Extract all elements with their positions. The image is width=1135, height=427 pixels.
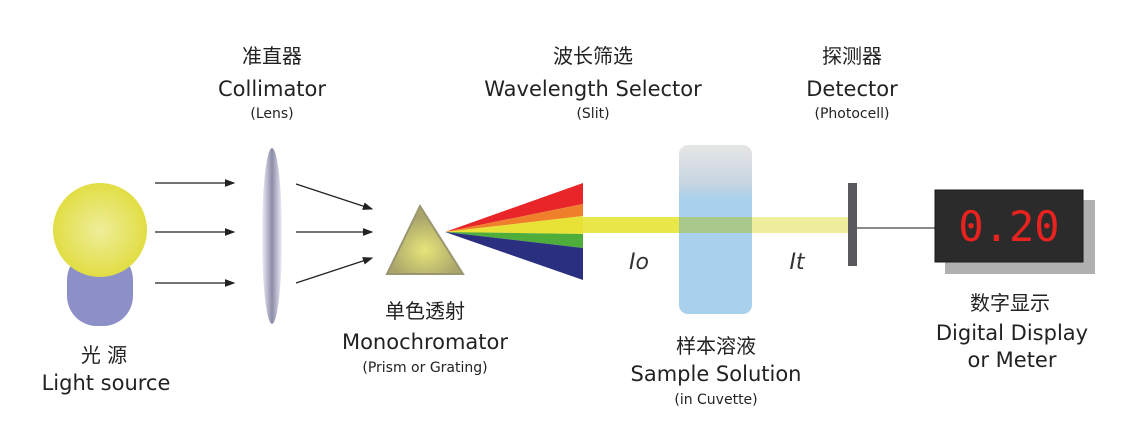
spectrum-yellow — [445, 216, 583, 234]
detector-note: (Photocell) — [815, 106, 890, 122]
display-reading: 0.20 — [958, 202, 1059, 251]
arrow-icon — [295, 257, 374, 284]
spectrum-fan — [445, 183, 583, 280]
detector-photocell — [848, 183, 857, 266]
collimator-lens — [262, 148, 282, 324]
display-label-cn: 数字显示 — [970, 291, 1050, 315]
wavelength-selector-label-en: Wavelength Selector — [484, 77, 702, 101]
sample-label-en: Sample Solution — [631, 362, 802, 386]
converging-rays — [295, 183, 374, 284]
spectrum-red — [445, 183, 583, 232]
light-source-label-en: Light source — [42, 371, 171, 395]
arrow-icon — [295, 183, 374, 210]
transmitted-intensity-label: It — [789, 250, 805, 275]
collimator-note: (Lens) — [250, 106, 293, 122]
sample-note: (in Cuvette) — [674, 392, 757, 408]
light-source — [53, 183, 147, 326]
monochromator-label-cn: 单色透射 — [385, 299, 465, 323]
spectrum-orange — [445, 204, 583, 232]
spectrum-blue — [445, 232, 583, 280]
transmitted-beam — [752, 217, 850, 233]
collimator-label-en: Collimator — [218, 77, 326, 101]
light-source-label-cn: 光 源 — [81, 343, 127, 367]
parallel-rays — [155, 179, 236, 287]
digital-display — [934, 189, 1084, 263]
display-label-en-1: Digital Display — [936, 321, 1088, 345]
lamp-bulb — [53, 183, 147, 277]
wavelength-selector-note: (Slit) — [576, 106, 609, 122]
detector-label-en: Detector — [806, 77, 898, 101]
monochromator-label-en: Monochromator — [342, 330, 508, 354]
monochromator-note: (Prism or Grating) — [362, 360, 487, 376]
beam-through-sample — [679, 217, 752, 233]
display-label-en-2: or Meter — [968, 348, 1057, 372]
wavelength-selector-label-cn: 波长筛选 — [553, 44, 633, 68]
prism — [385, 203, 465, 275]
collimator-label-cn: 准直器 — [242, 44, 302, 68]
incident-intensity-label: Io — [629, 250, 649, 275]
detector-label-cn: 探测器 — [822, 44, 882, 68]
sample-label-cn: 样本溶液 — [676, 334, 756, 358]
